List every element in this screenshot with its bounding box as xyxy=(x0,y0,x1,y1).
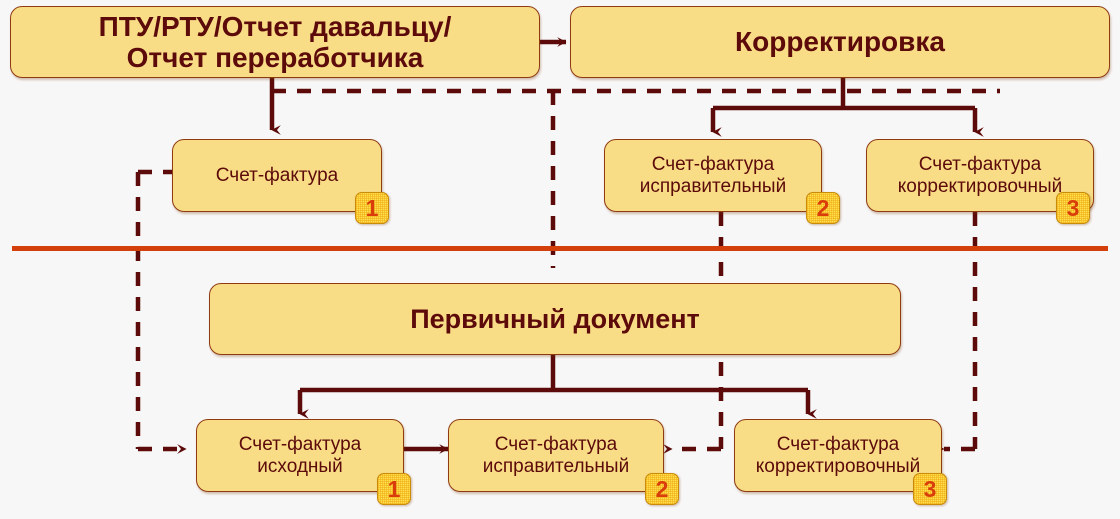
node-invoice-upper-3-line2: корректировочный xyxy=(897,175,1063,197)
badge-invoice-lower-2: 2 xyxy=(645,473,679,505)
node-invoice-upper-1-line1: Счет-фактура xyxy=(215,164,339,186)
node-primary-document-label: Первичный документ xyxy=(410,303,700,334)
solid-connectors xyxy=(269,37,984,454)
node-invoice-lower-2-line2: исправительный xyxy=(482,455,630,477)
node-invoice-upper-1[interactable]: Счет-фактура xyxy=(172,139,382,212)
node-invoice-lower-2-line1: Счет-фактура xyxy=(494,434,618,456)
node-invoice-lower-3[interactable]: Счет-фактура корректировочный xyxy=(734,419,942,492)
node-invoice-lower-1[interactable]: Счет-фактура исходный xyxy=(196,419,404,492)
node-source-line2: Отчет переработчика xyxy=(126,42,424,73)
badge-invoice-upper-3-value: 3 xyxy=(1066,194,1080,221)
node-invoice-lower-1-line2: исходный xyxy=(257,455,343,477)
badge-invoice-upper-1: 1 xyxy=(355,192,389,224)
dashed-connector-heads xyxy=(138,169,975,454)
badge-invoice-lower-2-value: 2 xyxy=(655,475,669,502)
badge-invoice-lower-3-value: 3 xyxy=(923,475,937,502)
node-primary-document[interactable]: Первичный документ xyxy=(209,283,901,355)
badge-invoice-lower-3: 3 xyxy=(913,473,947,505)
badge-invoice-upper-3: 3 xyxy=(1056,192,1090,224)
badge-invoice-upper-1-value: 1 xyxy=(365,194,379,221)
node-correction[interactable]: Корректировка xyxy=(570,6,1110,78)
node-invoice-upper-2[interactable]: Счет-фактура исправительный xyxy=(604,139,822,212)
node-invoice-lower-3-line2: корректировочный xyxy=(755,455,921,477)
node-invoice-upper-3-line1: Счет-фактура xyxy=(918,154,1042,176)
section-divider xyxy=(12,246,1108,251)
node-invoice-upper-3[interactable]: Счет-фактура корректировочный xyxy=(866,139,1094,212)
dashed-connectors xyxy=(135,88,1000,449)
badge-invoice-upper-2-value: 2 xyxy=(816,194,830,221)
node-correction-label: Корректировка xyxy=(735,26,945,58)
node-source-document[interactable]: ПТУ/РТУ/Отчет давальцу/ Отчет переработч… xyxy=(10,6,540,78)
node-source-line1: ПТУ/РТУ/Отчет давальцу/ xyxy=(98,10,452,42)
badge-invoice-lower-1: 1 xyxy=(377,473,411,505)
badge-invoice-upper-2: 2 xyxy=(806,192,840,224)
node-invoice-lower-1-line1: Счет-фактура xyxy=(238,434,362,456)
badge-invoice-lower-1-value: 1 xyxy=(387,475,401,502)
node-invoice-upper-2-line2: исправительный xyxy=(639,175,787,197)
node-invoice-upper-2-line1: Счет-фактура xyxy=(651,154,775,176)
node-invoice-lower-3-line1: Счет-фактура xyxy=(776,434,900,456)
node-invoice-lower-2[interactable]: Счет-фактура исправительный xyxy=(448,419,664,492)
